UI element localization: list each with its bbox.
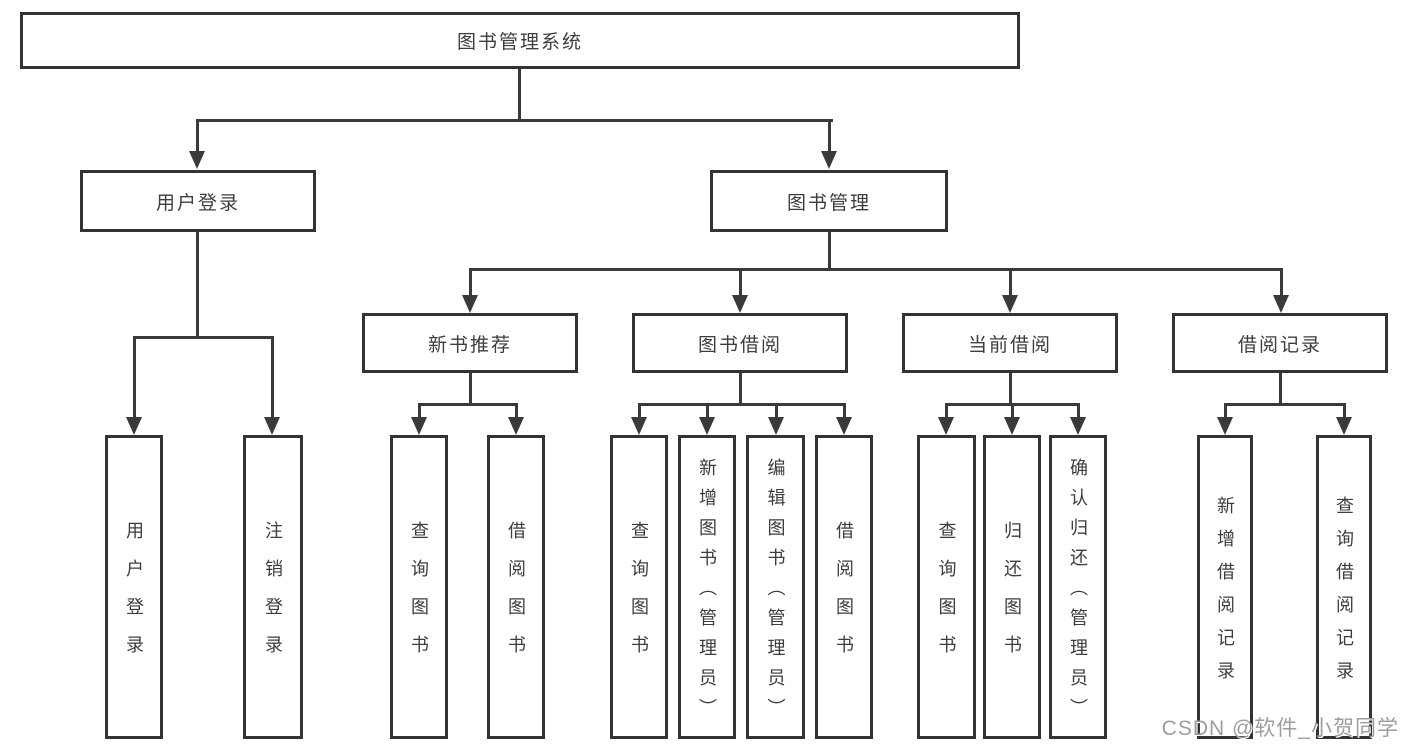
leaf-label: 用户登录 [124,521,144,673]
node-label: 新书推荐 [427,334,512,356]
connector-line [196,119,833,122]
node-label: 当前借阅 [967,334,1052,356]
connector-line [515,403,518,418]
arrowhead-down-icon [264,417,280,435]
arrowhead-down-icon [821,151,837,169]
leaf-borrow-books: 借阅图书 [487,435,545,739]
arrowhead-down-icon [411,417,427,435]
leaf-label: 查询图书 [409,521,429,673]
connector-line [469,373,472,405]
connector-line [1009,373,1012,405]
connector-line [196,119,199,153]
connector-line [133,336,274,339]
node-label: 借阅记录 [1237,334,1322,356]
connector-line [1077,403,1080,418]
arrowhead-down-icon [1004,417,1020,435]
connector-line [739,268,742,296]
arrowhead-down-icon [462,295,478,313]
leaf-label: 查询图书 [629,521,649,673]
leaf-edit-book-admin: 编辑图书（管理员） [746,435,805,739]
leaf-user-login: 用户登录 [105,435,163,739]
node-label: 图书借阅 [697,334,782,356]
node-new-book-recommend: 新书推荐 [362,313,578,373]
node-current-borrow: 当前借阅 [902,313,1118,373]
connector-line [418,403,421,418]
arrowhead-down-icon [1273,295,1289,313]
connector-line [739,373,742,405]
connector-line [1009,268,1012,296]
arrowhead-down-icon [1070,417,1086,435]
leaf-label: 注销登录 [263,521,283,673]
connector-line [1343,403,1346,418]
leaf-label: 借阅图书 [834,521,854,673]
connector-line [843,403,846,418]
leaf-query-books: 查询图书 [610,435,668,739]
leaf-query-books: 查询图书 [390,435,448,739]
node-label: 图书管理系统 [456,32,583,53]
connector-line [706,403,709,418]
node-book-management: 图书管理 [710,170,948,232]
connector-line [1224,403,1345,406]
csdn-watermark: CSDN @软件_小贺同学 [1161,717,1399,740]
leaf-label: 查询借阅记录 [1334,495,1354,694]
arrowhead-down-icon [938,417,954,435]
node-label: 用户登录 [155,192,240,214]
arrowhead-down-icon [1336,417,1352,435]
leaf-return-books: 归还图书 [983,435,1041,739]
leaf-label: 新增借阅记录 [1215,495,1235,694]
arrowhead-down-icon [189,151,205,169]
arrowhead-down-icon [699,417,715,435]
arrowhead-down-icon [732,295,748,313]
node-book-borrow: 图书借阅 [632,313,848,373]
leaf-add-borrow-record: 新增借阅记录 [1197,435,1253,739]
leaf-borrow-books: 借阅图书 [815,435,873,739]
leaf-confirm-return-admin: 确认归还（管理员） [1049,435,1107,739]
arrowhead-down-icon [768,417,784,435]
connector-line [1280,268,1283,296]
leaf-add-book-admin: 新增图书（管理员） [678,435,736,739]
arrowhead-down-icon [126,417,142,435]
leaf-label: 借阅图书 [506,521,526,673]
connector-line [1011,403,1014,418]
connector-line [133,336,136,417]
leaf-logout: 注销登录 [243,435,303,739]
connector-line [945,403,948,418]
connector-line [418,403,517,406]
connector-line [518,67,521,120]
connector-line [828,232,831,270]
leaf-label: 归还图书 [1002,521,1022,673]
arrowhead-down-icon [1217,417,1233,435]
node-root-system: 图书管理系统 [20,12,1020,69]
leaf-label: 确认归还（管理员） [1068,458,1088,728]
connector-line [828,119,831,153]
arrowhead-down-icon [836,417,852,435]
connector-line [638,403,641,418]
connector-line [196,232,199,338]
leaf-label: 编辑图书（管理员） [765,458,786,728]
arrowhead-down-icon [631,417,647,435]
node-user-login: 用户登录 [80,170,316,232]
node-borrow-records: 借阅记录 [1172,313,1388,373]
connector-line [1224,403,1227,418]
connector-line [469,268,1282,271]
connector-line [638,403,845,406]
connector-line [469,268,472,296]
connector-line [271,336,274,417]
connector-line [1279,373,1282,405]
leaf-query-books: 查询图书 [917,435,976,739]
connector-line [775,403,778,418]
leaf-label: 查询图书 [936,521,957,673]
leaf-query-borrow-record: 查询借阅记录 [1316,435,1372,739]
arrowhead-down-icon [508,417,524,435]
arrowhead-down-icon [1002,295,1018,313]
node-label: 图书管理 [786,192,871,214]
leaf-label: 新增图书（管理员） [697,458,717,728]
